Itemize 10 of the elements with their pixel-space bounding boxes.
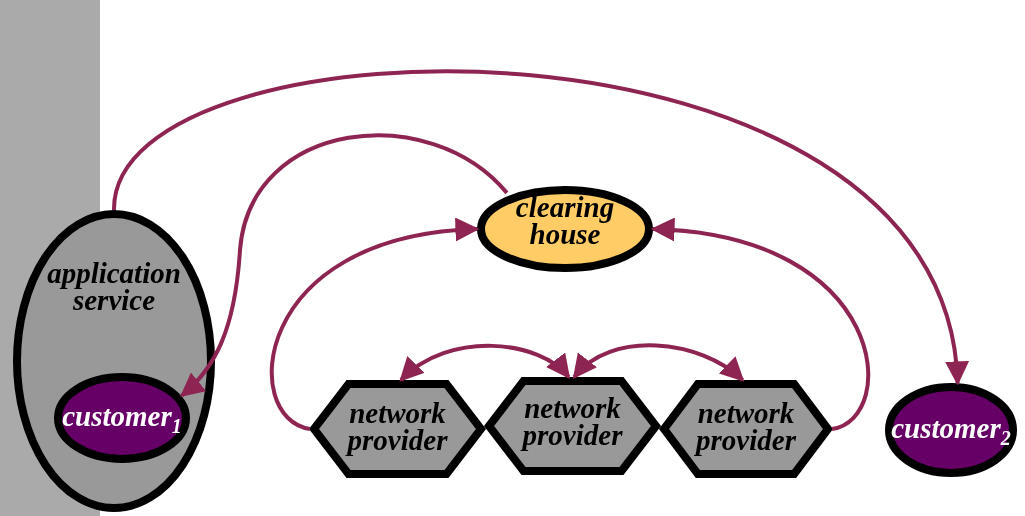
- node-label: network provider: [693, 400, 798, 454]
- node-label: customer$_{1}$: [61, 403, 183, 439]
- node-label: customer$_{2}$: [890, 415, 1012, 451]
- hexagon-node: [660, 380, 832, 478]
- node-label: network provider: [519, 395, 624, 449]
- ellipse-node: [885, 383, 1017, 477]
- ellipse-node: [13, 210, 215, 512]
- hexagon-node: [310, 380, 485, 478]
- hexagon-node: [485, 377, 660, 475]
- node-label: network provider: [344, 400, 449, 454]
